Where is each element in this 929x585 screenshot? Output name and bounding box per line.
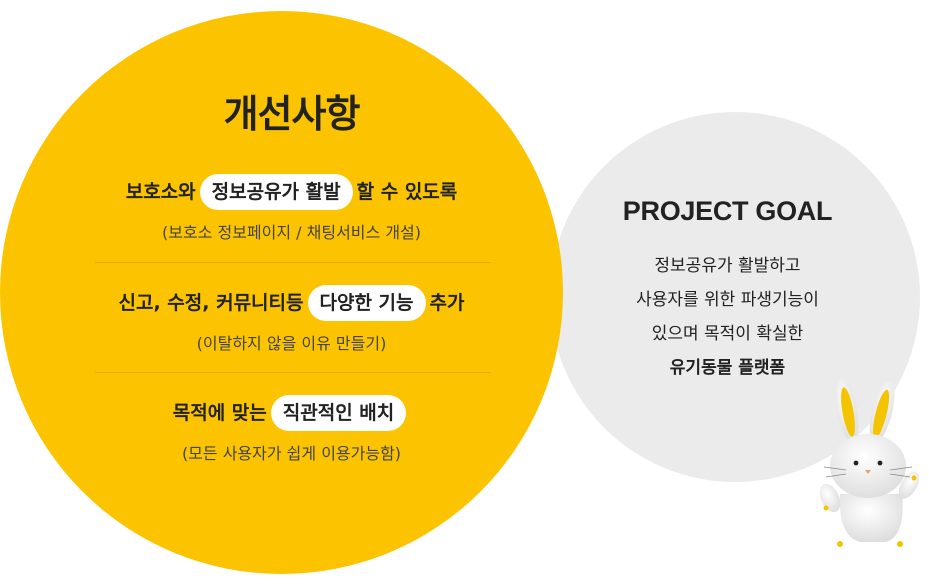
headline-text: 보호소와 [125, 181, 196, 203]
divider [95, 262, 491, 263]
headline-text: 목적에 맞는 [172, 402, 267, 424]
improvement-note: (모든 사용자가 쉽게 이용가능함) [181, 444, 402, 463]
highlight-pill: 다양한 기능 [307, 285, 426, 321]
headline-text: 할 수 있도록 [356, 181, 458, 203]
rabbit-mascot-icon [819, 378, 920, 547]
goal-emphasis: 유기동물 플랫폼 [669, 358, 786, 378]
improvements-title: 개선사항 [223, 92, 361, 136]
project-goal-content: PROJECT GOAL 정보공유가 활발하고 사용자를 위한 파생기능이 있으… [555, 195, 900, 385]
improvements-circle [0, 11, 563, 574]
highlight-pill: 정보공유가 활발 [199, 174, 353, 210]
goal-line: 사용자를 위한 파생기능이 [636, 290, 819, 310]
divider [95, 372, 491, 373]
project-goal-title: PROJECT GOAL [622, 196, 833, 226]
headline-text: 추가 [429, 292, 465, 314]
improvement-note: (이탈하지 않을 이유 만들기) [196, 334, 387, 353]
goal-line: 있으며 목적이 확실한 [651, 324, 804, 344]
improvement-note: (보호소 정보페이지 / 채팅서비스 개설) [161, 223, 422, 242]
project-goal-circle [550, 112, 920, 482]
goal-line: 정보공유가 활발하고 [654, 256, 801, 276]
headline-text: 신고, 수정, 커뮤니티등 [118, 292, 304, 314]
highlight-pill: 직관적인 배치 [270, 395, 407, 431]
project-goal-text: 정보공유가 활발하고 사용자를 위한 파생기능이 있으며 목적이 확실한 유기동… [555, 249, 900, 385]
